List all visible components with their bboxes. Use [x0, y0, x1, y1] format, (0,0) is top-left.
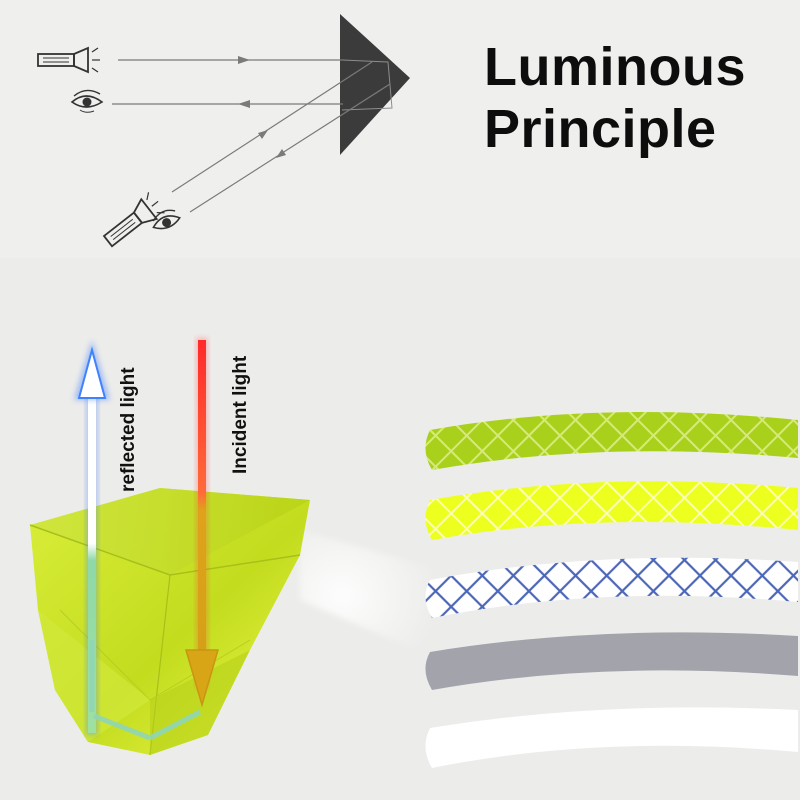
reflected-light-label: reflected light — [118, 367, 139, 492]
ray-incident-top — [118, 56, 343, 64]
ray-incident-angled — [171, 61, 373, 193]
eye-icon — [70, 89, 104, 113]
title-line-2: Principle — [484, 99, 717, 159]
reflective-strip-yellow — [425, 481, 798, 540]
reflective-strip-silver — [425, 632, 798, 690]
reflected-light-arrow — [74, 340, 110, 735]
internal-path — [89, 640, 202, 741]
reflective-strip-white — [425, 707, 798, 768]
ray-reflected-top — [112, 100, 343, 108]
corner-prism — [340, 14, 410, 155]
incident-light-arrow — [185, 338, 219, 708]
top-diagram-panel — [0, 0, 800, 258]
flashlight-icon — [37, 46, 100, 74]
reflective-strip-green — [425, 412, 798, 470]
light-glow — [300, 530, 440, 660]
ray-reflected-angled — [189, 83, 391, 213]
incident-light-label: Incident light — [230, 355, 251, 474]
title-line-1: Luminous — [484, 37, 746, 97]
prism-inner-ray — [341, 59, 393, 111]
page-title: Luminous Principle — [484, 36, 746, 160]
prism-cube — [29, 488, 310, 756]
flashlight-angled-icon — [102, 192, 165, 248]
reflective-strip-blue-grid — [425, 557, 798, 618]
eye-angled-icon — [152, 209, 181, 230]
